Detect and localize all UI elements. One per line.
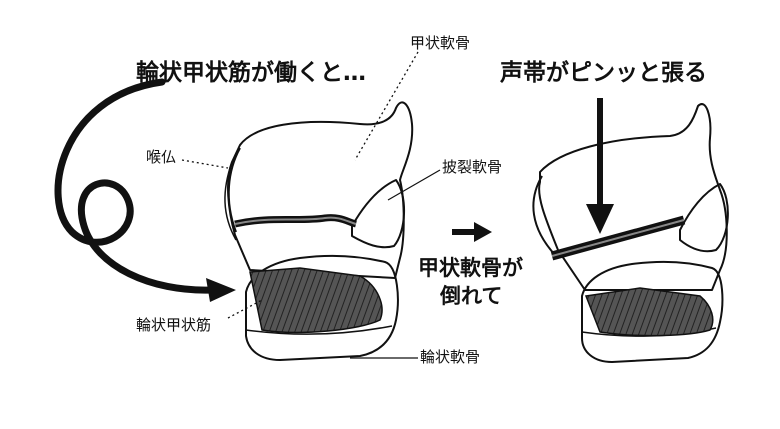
arytenoid-cartilage-right <box>679 183 729 253</box>
label-cricoid-cartilage: 輪状軟骨 <box>420 348 481 366</box>
center-caption-line1: 甲状軟骨が <box>418 256 523 280</box>
adams-apple-ridge-right <box>532 175 557 257</box>
center-caption-line2: 倒れて <box>440 284 503 308</box>
leader-lines <box>181 51 419 319</box>
label-adams-apple: 喉仏 <box>146 148 177 166</box>
leader-adams-apple <box>181 159 229 169</box>
cricothyroid-muscle-right <box>584 287 714 337</box>
down-arrowhead <box>586 204 614 234</box>
cricothyroid-muscle-left <box>249 267 383 334</box>
thyroid-cartilage-right <box>538 103 728 291</box>
adams-apple-ridge-left <box>227 147 241 233</box>
larynx-left <box>224 101 414 361</box>
label-thyroid-cartilage: 甲状軟骨 <box>410 34 471 52</box>
thyroid-cartilage-left <box>227 101 414 279</box>
right-arrow-icon <box>452 222 492 242</box>
leader-cricothyroid <box>227 299 263 319</box>
arytenoid-cartilage-left <box>351 179 406 249</box>
cricoid-cartilage-left <box>245 254 399 361</box>
leader-arytenoid <box>387 169 441 201</box>
headline-left: 輪状甲状筋が働くと… <box>136 60 366 86</box>
label-cricothyroid-muscle: 輪状甲状筋 <box>136 316 212 334</box>
loop-arrow <box>54 78 216 294</box>
loop-arrowhead <box>206 278 236 302</box>
label-arytenoid-cartilage: 披裂軟骨 <box>442 158 503 176</box>
headline-right: 声帯がピンッと張る <box>500 60 707 86</box>
leader-thyroid <box>354 51 419 161</box>
cricoid-cartilage-right <box>581 260 724 363</box>
